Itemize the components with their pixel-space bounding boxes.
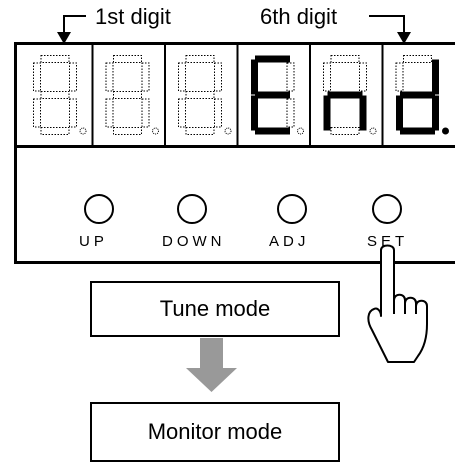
digit-indicator-arrows [57, 15, 411, 44]
segment-c-unlit [286, 98, 295, 128]
diagram: 1st digit 6th digit UP DOWN ADJ SET [14, 4, 455, 462]
segment-e-unlit [178, 98, 186, 128]
sixth-digit-label: 6th digit [260, 4, 338, 29]
set-button[interactable] [372, 194, 402, 224]
segment-e-unlit [105, 98, 114, 128]
digit-6 [395, 55, 449, 135]
segment-b-unlit [286, 62, 295, 92]
down-button[interactable] [177, 194, 207, 224]
segment-c-unlit [141, 98, 150, 128]
down-arrow-icon [186, 338, 237, 392]
segment-g-unlit [40, 91, 70, 99]
up-button[interactable] [84, 194, 114, 224]
digit-2 [105, 55, 159, 135]
segment-c-unlit [214, 98, 222, 128]
segment-b-unlit [141, 62, 150, 92]
segment-b-unlit [214, 62, 222, 92]
first-digit-indicator-arrow [57, 15, 86, 44]
segment-g-unlit [185, 91, 215, 99]
digit-3 [178, 55, 232, 135]
first-digit-label: 1st digit [95, 4, 171, 29]
monitor-mode-box: Monitor mode [90, 402, 340, 462]
segment-g-unlit [113, 91, 142, 99]
digit-4 [251, 55, 304, 135]
segment-a-unlit [330, 55, 360, 63]
segment-a-unlit [185, 55, 215, 63]
digit-5 [323, 55, 377, 135]
segment-d-unlit [185, 127, 215, 135]
segment-f-unlit [105, 62, 114, 92]
segment-f-unlit [33, 62, 41, 92]
segment-a-unlit [113, 55, 142, 63]
decimal-point-unlit [369, 127, 377, 135]
decimal-point-unlit [297, 127, 304, 135]
segment-d-unlit [40, 127, 70, 135]
segment-b-unlit [69, 62, 77, 92]
segment-d-unlit [330, 127, 360, 135]
segment-e-unlit [33, 98, 41, 128]
decimal-point-unlit [224, 127, 232, 135]
tune-mode-box: Tune mode [90, 281, 340, 337]
display-digits [33, 45, 449, 145]
seven-segment-display [17, 45, 455, 148]
down-button-label: DOWN [162, 233, 226, 250]
segment-a-unlit [403, 55, 432, 63]
up-button-label: UP [79, 233, 108, 250]
adj-button[interactable] [277, 194, 307, 224]
sixth-digit-indicator-arrow [369, 15, 411, 44]
segment-f-unlit [395, 62, 404, 92]
segment-b-unlit [359, 62, 367, 92]
segment-f-unlit [178, 62, 186, 92]
segment-a-unlit [40, 55, 70, 63]
digit-1 [33, 55, 87, 135]
controller-panel: UP DOWN ADJ SET [14, 42, 455, 264]
decimal-point-lit [442, 127, 449, 135]
segment-f-unlit [323, 62, 331, 92]
decimal-point-unlit [152, 127, 159, 135]
segment-c-unlit [69, 98, 77, 128]
segment-d-unlit [113, 127, 142, 135]
adj-button-label: ADJ [269, 233, 310, 250]
decimal-point-unlit [79, 127, 87, 135]
